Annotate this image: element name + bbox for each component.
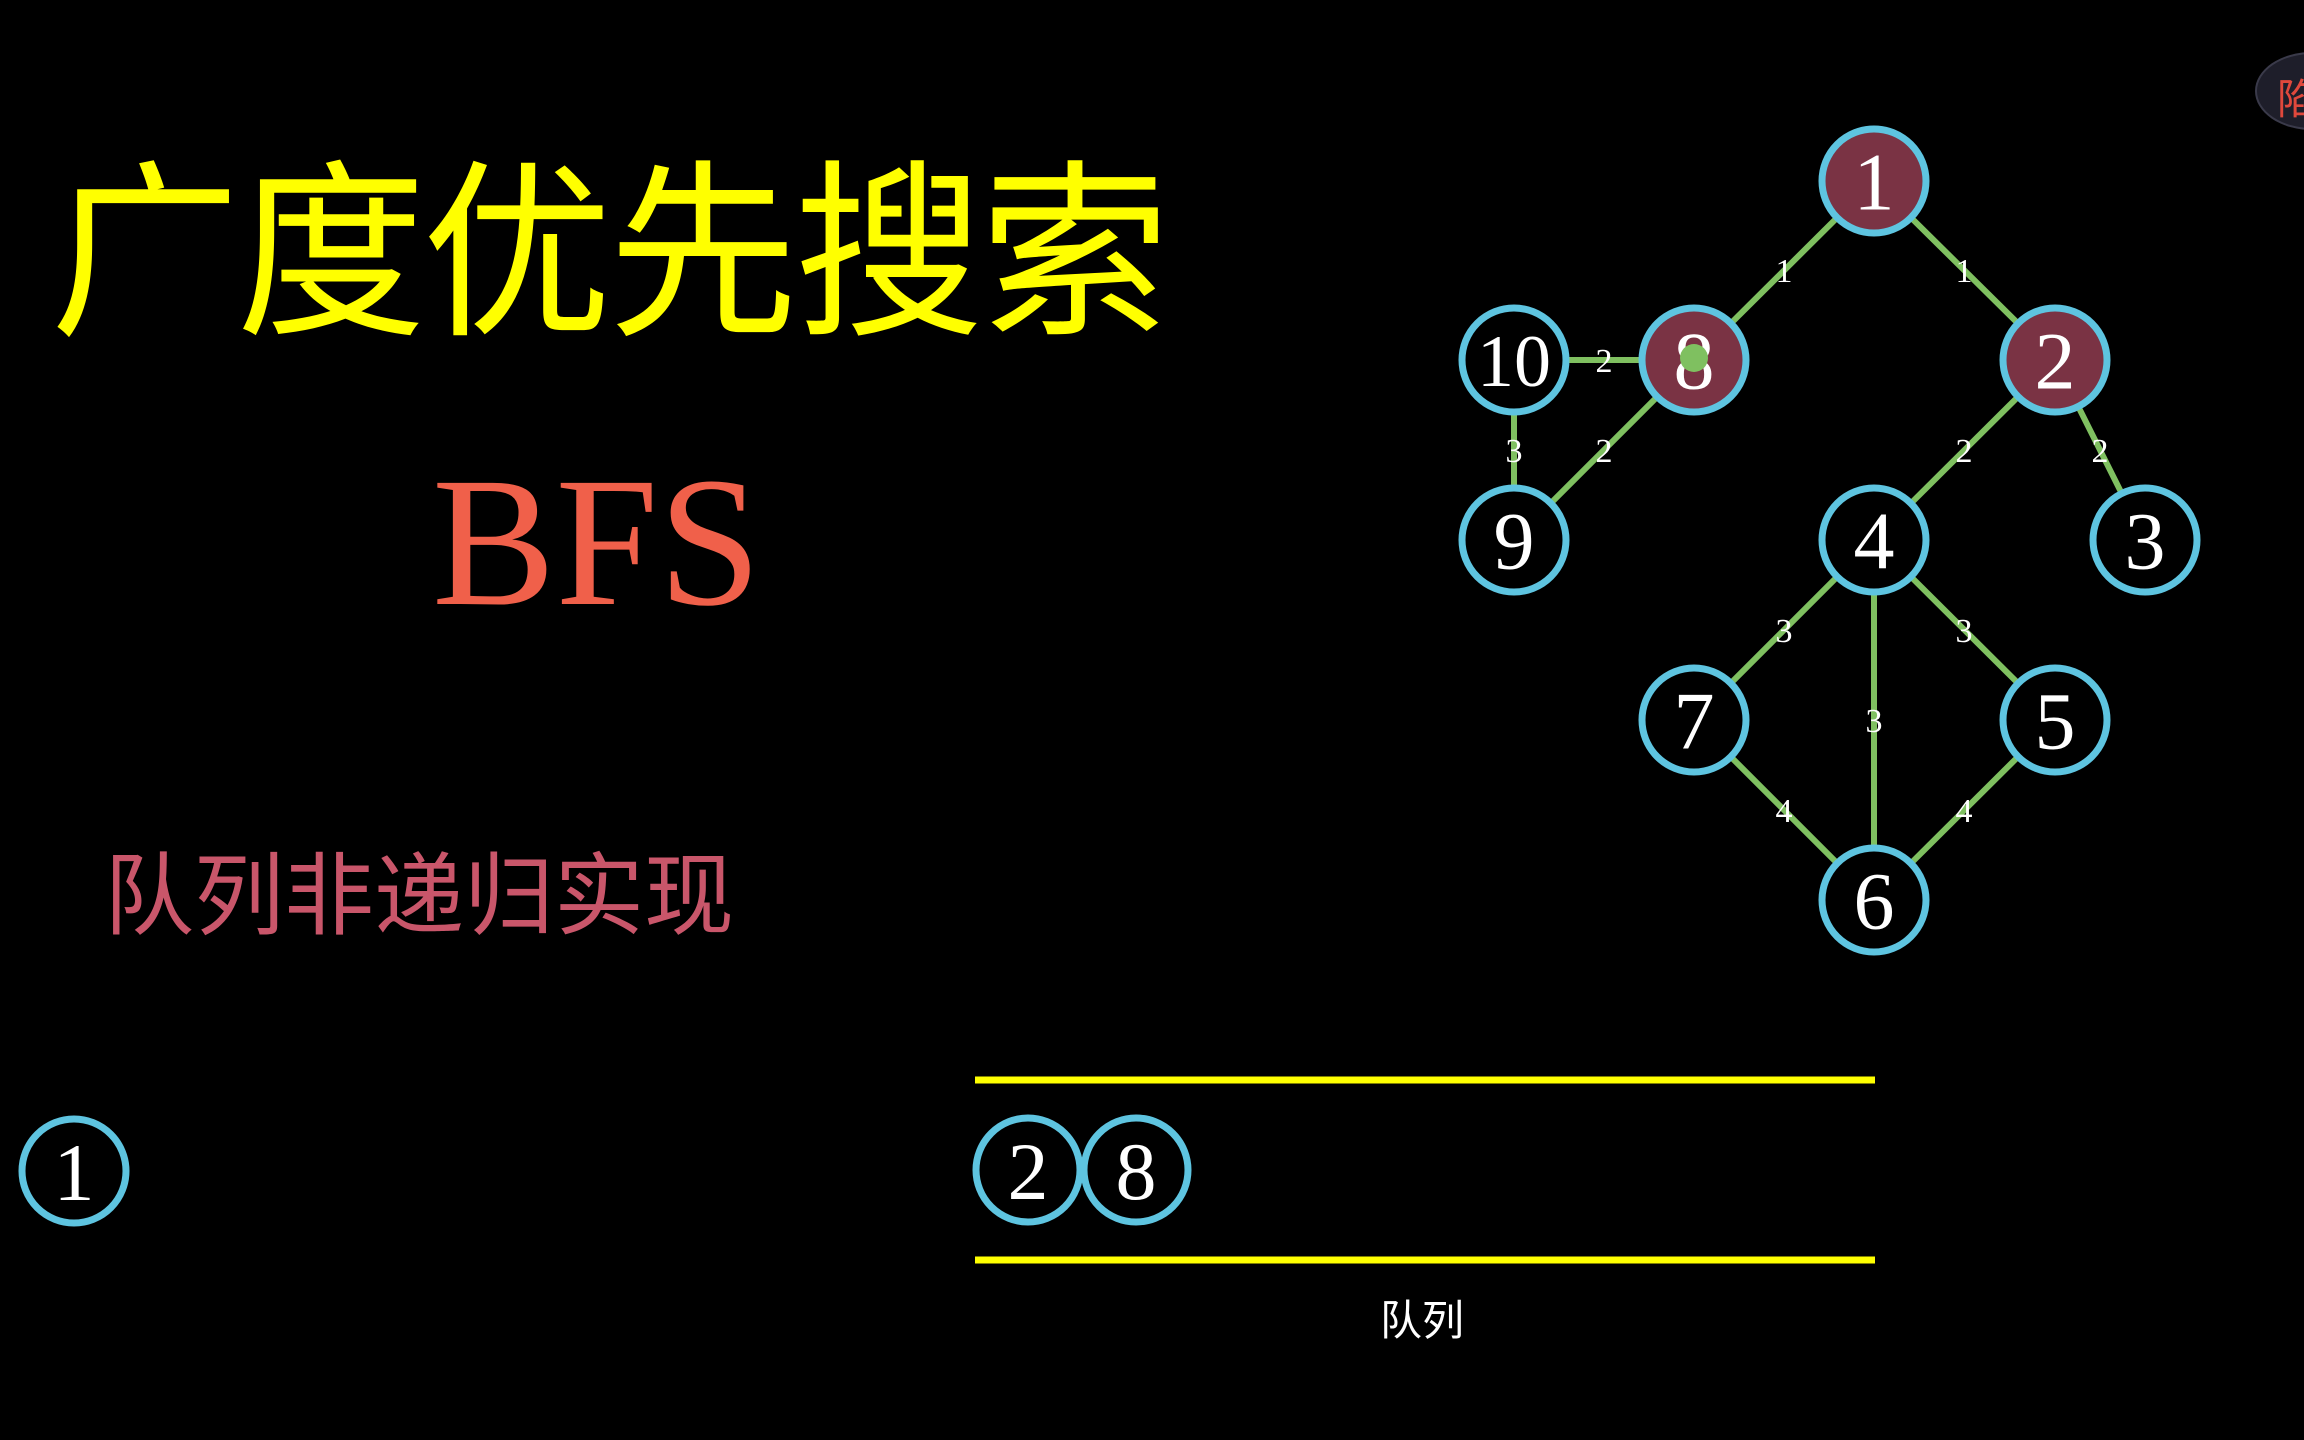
graph-node-6: 6: [1818, 844, 1930, 956]
queue-label: 队列: [1380, 1296, 1465, 1345]
node-label-6: 6: [1854, 856, 1895, 947]
current-edge-dot: [1680, 344, 1708, 372]
queue-item-circle: [1080, 1114, 1192, 1226]
node-label-3: 3: [2125, 496, 2166, 587]
current-pointer: [1680, 344, 1708, 372]
graph-node-2: 2: [1999, 304, 2111, 416]
edge-weight-4-6: 3: [1866, 703, 1883, 740]
graph-node-9: 9: [1458, 484, 1570, 596]
edge-weight-4-5: 3: [1956, 613, 1973, 650]
queue-item-label: 2: [1008, 1126, 1049, 1217]
node-circle-5: [1999, 664, 2111, 776]
page-title: 广度优先搜索: [50, 144, 1170, 365]
node-circle-6: [1818, 844, 1930, 956]
node-circle-2: [1999, 304, 2111, 416]
edge-weight-2-3: 2: [2092, 433, 2109, 470]
subtitle-queue-impl: 队列非递归实现: [104, 844, 734, 949]
edge-weight-2-4: 2: [1956, 433, 1973, 470]
node-label-9: 9: [1494, 496, 1535, 587]
node-label-2: 2: [2035, 316, 2076, 407]
node-label-10: 10: [1477, 321, 1551, 403]
edge-weight-1-8: 1: [1776, 253, 1793, 290]
edge-weight-7-6: 4: [1776, 793, 1793, 830]
node-label-7: 7: [1674, 676, 1715, 767]
node-circle-1: [1818, 125, 1930, 237]
edge-weight-5-6: 4: [1956, 793, 1973, 830]
current-node-label: 1: [54, 1127, 95, 1218]
queue-item-circle: [972, 1114, 1084, 1226]
graph-nodes: 12345678910: [1458, 125, 2201, 956]
node-circle-10: [1458, 304, 1570, 416]
graph-node-7: 7: [1638, 664, 1750, 776]
current-node-circle: [18, 1115, 130, 1227]
node-circle-3: [2089, 484, 2201, 596]
graph-node-10: 10: [1458, 304, 1570, 416]
bfs-heading: BFS: [432, 440, 762, 645]
queue-item: 2: [972, 1114, 1084, 1226]
graph-node-4: 4: [1818, 484, 1930, 596]
queue-item-label: 8: [1116, 1126, 1157, 1217]
current-node: 1: [18, 1115, 130, 1227]
graph-node-5: 5: [1999, 664, 2111, 776]
edge-weight-8-9: 2: [1596, 433, 1613, 470]
edge-weight-10-9: 3: [1506, 433, 1523, 470]
graph-node-1: 1: [1818, 125, 1930, 237]
node-circle-4: [1818, 484, 1930, 596]
node-circle-7: [1638, 664, 1750, 776]
queue-item: 8: [1080, 1114, 1192, 1226]
edge-weight-10-8: 2: [1596, 343, 1613, 380]
node-label-4: 4: [1854, 496, 1895, 587]
edge-weight-1-2: 1: [1956, 253, 1973, 290]
node-label-5: 5: [2035, 676, 2076, 767]
corner-badge-text: 陷: [2277, 66, 2304, 127]
node-circle-9: [1458, 484, 1570, 596]
current-node-display: 1: [18, 1115, 130, 1227]
edge-weight-4-7: 3: [1776, 613, 1793, 650]
graph-node-3: 3: [2089, 484, 2201, 596]
node-label-1: 1: [1854, 137, 1895, 228]
